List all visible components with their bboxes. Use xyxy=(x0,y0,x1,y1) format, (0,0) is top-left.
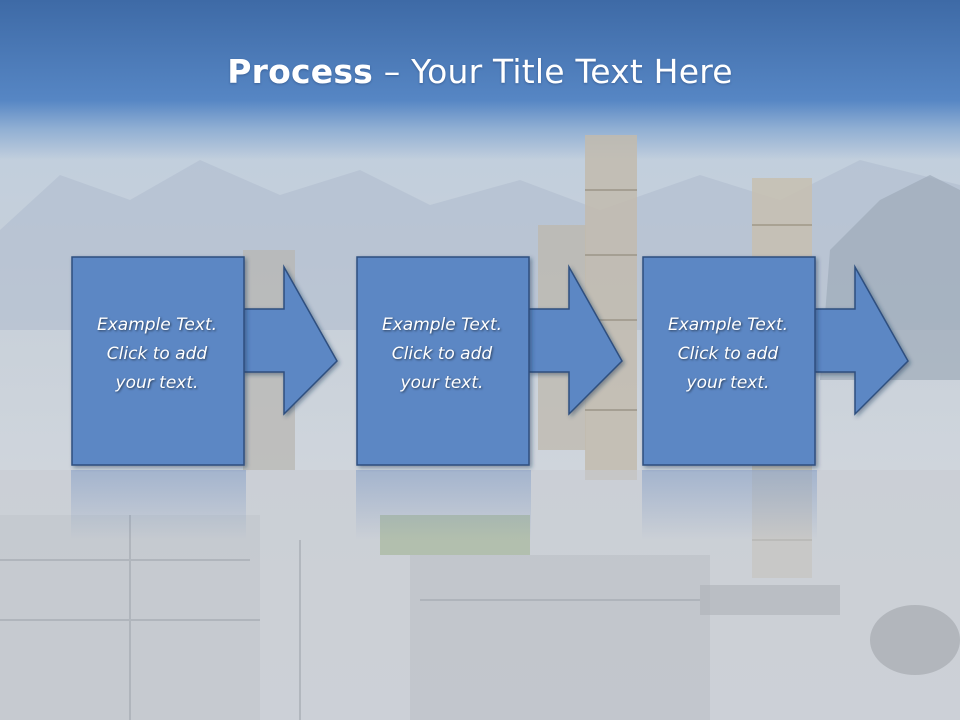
step-reflection-2 xyxy=(356,470,531,540)
arrow-shape-1 xyxy=(71,256,338,466)
step-line: Example Text. xyxy=(96,315,218,335)
step-text-1[interactable]: Example Text. Click to add your text. xyxy=(71,311,243,398)
process-step-1[interactable]: Example Text. Click to add your text. xyxy=(71,255,416,467)
title-bold-text: Process xyxy=(227,52,374,91)
step-line: your text. xyxy=(115,373,199,393)
step-line: Example Text. xyxy=(381,315,503,335)
step-line: Example Text. xyxy=(667,315,789,335)
arrow-shape-2 xyxy=(356,256,623,466)
step-line: your text. xyxy=(686,373,770,393)
step-text-2[interactable]: Example Text. Click to add your text. xyxy=(356,311,528,398)
step-line: Click to add xyxy=(677,344,779,364)
process-step-2[interactable]: Example Text. Click to add your text. xyxy=(356,255,701,467)
step-reflection-3 xyxy=(642,470,817,540)
step-reflection-1 xyxy=(71,470,246,540)
step-line: Click to add xyxy=(106,344,208,364)
process-step-3[interactable]: Example Text. Click to add your text. xyxy=(642,255,942,467)
step-line: Click to add xyxy=(391,344,493,364)
slide-title[interactable]: Process – Your Title Text Here xyxy=(0,52,960,91)
title-rest-text: – Your Title Text Here xyxy=(373,52,733,91)
step-text-3[interactable]: Example Text. Click to add your text. xyxy=(642,311,814,398)
step-line: your text. xyxy=(400,373,484,393)
arrow-shape-3 xyxy=(642,256,909,466)
